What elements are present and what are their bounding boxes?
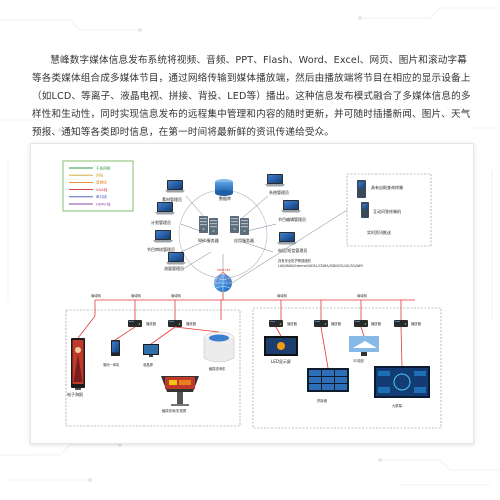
player-icon-5 bbox=[354, 320, 368, 327]
system-manager-laptop-icon bbox=[265, 174, 285, 187]
player-icon-6 bbox=[394, 320, 408, 327]
player-icon-4 bbox=[314, 320, 328, 327]
label-player-5: 播放器 bbox=[371, 321, 382, 326]
phone-sms-laptop-icon bbox=[277, 232, 297, 245]
legend-label-2: 音频线 bbox=[96, 180, 107, 185]
label-big-screen: 大屏幕 bbox=[392, 403, 403, 408]
label-program-editor: 节目编辑管理员 bbox=[278, 216, 306, 222]
big-screen-icon bbox=[374, 366, 430, 398]
label-schedule-manager: 计划管理员 bbox=[151, 219, 171, 225]
system-topology-diagram: 千兆网络网线音频线 VGA线串口线 HDMI 线 数据库 素材管理员 系统管理员 计… bbox=[30, 143, 474, 444]
splice-wall-icon bbox=[307, 368, 349, 392]
flow-manager-laptop-icon bbox=[166, 252, 186, 265]
player-icon-2 bbox=[168, 320, 182, 327]
intro-paragraph: 慧峰数字媒体信息发布系统将视频、音频、PPT、Flash、Word、Excel、… bbox=[32, 54, 471, 138]
web-server-icon bbox=[199, 216, 218, 235]
label-interactive-kiosk: 互动问答终端机 bbox=[373, 208, 401, 214]
interactive-kiosk-icon bbox=[361, 202, 369, 218]
label-projector-3d: 3D投影 bbox=[353, 358, 365, 363]
label-flow-manager: 流量管理员 bbox=[164, 265, 184, 271]
label-web-server: Web服务器 bbox=[198, 237, 219, 243]
label-player-3: 播放器 bbox=[287, 321, 298, 326]
label-e-poster: 电子海报 bbox=[67, 391, 83, 397]
legend-box bbox=[62, 160, 134, 212]
label-realtime-push: 实时资讯推送 bbox=[367, 229, 391, 235]
touch-table-icon bbox=[161, 376, 199, 406]
lan-label-4: 局域网 bbox=[277, 293, 288, 298]
label-material-manager: 素材管理员 bbox=[162, 196, 182, 202]
touch-query-machine-icon bbox=[203, 331, 235, 363]
label-query-terminal: 具有自助查询终端 bbox=[371, 184, 403, 190]
e-poster-stand-icon bbox=[71, 338, 85, 390]
label-player-4: 播放器 bbox=[331, 321, 342, 326]
player-icon-1 bbox=[128, 320, 142, 327]
material-manager-laptop-icon bbox=[165, 180, 185, 193]
led-screen-icon bbox=[264, 336, 298, 356]
label-player-6: 播放器 bbox=[411, 321, 422, 326]
left-display-group-box bbox=[65, 309, 241, 427]
label-program-reviewer: 节目审核管理员 bbox=[147, 246, 175, 252]
label-player-2: 播放器 bbox=[186, 321, 197, 326]
stand-player-icon bbox=[111, 340, 120, 356]
lan-label-5: 局域网 bbox=[357, 293, 368, 298]
label-led-screen: LED显示屏 bbox=[271, 358, 291, 364]
program-editor-laptop-icon bbox=[281, 200, 301, 213]
self-service-group-box bbox=[346, 173, 432, 247]
lcd-screen-icon bbox=[143, 344, 159, 357]
label-internet: Internet bbox=[217, 268, 231, 272]
label-touch-screen: 触摸查询/影视屏 bbox=[162, 408, 187, 413]
label-app-server: 应用服务器 bbox=[234, 237, 254, 243]
player-icon-3 bbox=[269, 320, 283, 327]
label-system-manager: 系统管理员 bbox=[269, 189, 289, 195]
lan-label-1: 局域网 bbox=[91, 293, 102, 298]
label-lcd: 液晶屏 bbox=[143, 362, 154, 367]
distribution-wiring bbox=[94, 292, 415, 320]
network-note-line1: 具有安全防护等措施的 bbox=[278, 258, 312, 263]
app-server-icon bbox=[230, 216, 249, 235]
legend-label-5: HDMI 线 bbox=[96, 201, 111, 206]
database-icon bbox=[215, 179, 233, 196]
internet-globe-icon bbox=[214, 272, 232, 292]
query-kiosk-icon bbox=[357, 180, 366, 198]
program-reviewer-laptop-icon bbox=[153, 230, 173, 243]
legend-label-1: 网线 bbox=[96, 173, 104, 178]
label-stand-player: 落地一体机 bbox=[103, 362, 120, 367]
label-database: 数据库 bbox=[219, 195, 231, 201]
lan-label-3: 局域网 bbox=[171, 293, 182, 298]
legend-label-0: 千兆网络 bbox=[96, 165, 111, 170]
label-touch-query: 触摸查询机 bbox=[209, 366, 226, 371]
legend-label-4: 串口线 bbox=[96, 194, 107, 199]
network-note-line2: LAN/WAN/Internet/ADSL/CDMA/ISDN/3G/4G/5G… bbox=[278, 264, 363, 268]
label-player-1: 播放器 bbox=[146, 321, 157, 326]
label-splice-wall: 拼接墙 bbox=[317, 398, 328, 403]
legend-label-3: VGA线 bbox=[96, 187, 108, 192]
projector-3d-icon bbox=[349, 336, 379, 356]
lan-label-2: 局域网 bbox=[131, 293, 142, 298]
label-phone-sms: 电话/短信管理员 bbox=[278, 247, 307, 253]
schedule-manager-laptop-icon bbox=[155, 202, 175, 215]
